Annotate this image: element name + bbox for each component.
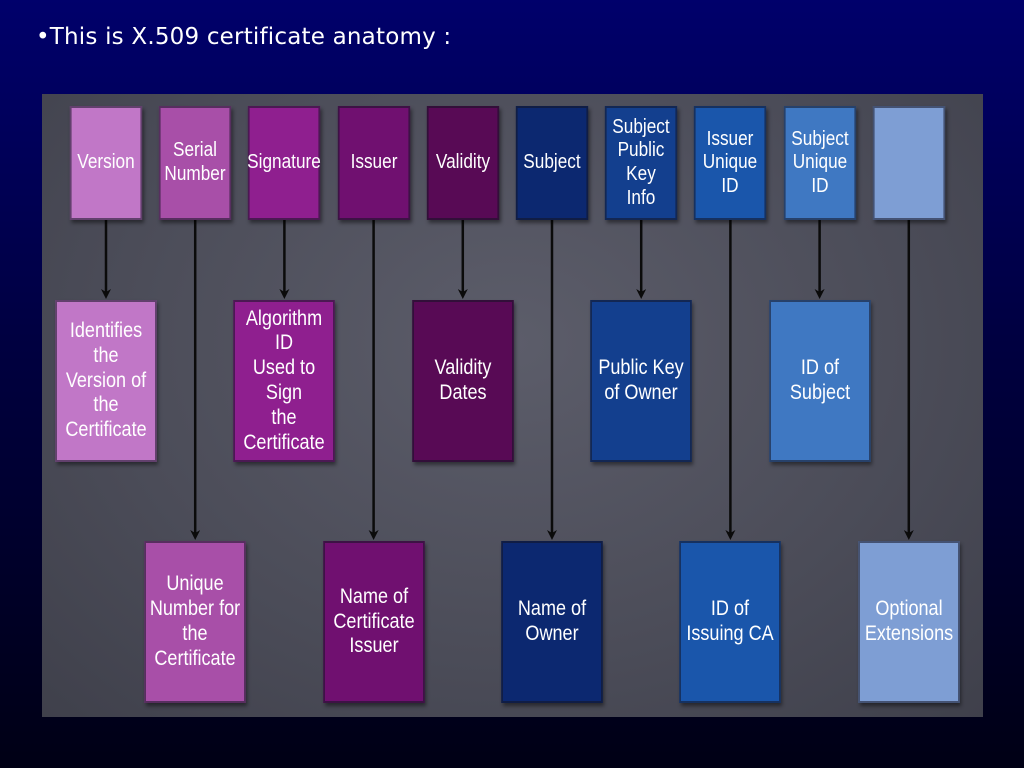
description-3: Algorithm ID Used to Sign the Certificat… <box>233 300 336 462</box>
description-6: Name of Owner <box>501 541 603 703</box>
slide-title: •This is X.509 certificate anatomy : <box>36 24 452 50</box>
field-4: Issuer <box>337 106 410 220</box>
field-1: Version <box>69 106 143 220</box>
description-8: ID of Issuing CA <box>679 541 782 703</box>
description-9: ID of Subject <box>768 300 871 462</box>
connector-layer <box>101 220 914 540</box>
description-2: Unique Number for the Certificate <box>144 541 246 703</box>
field-9: Subject Unique ID <box>783 106 856 220</box>
description-10: Optional Extensions <box>858 541 960 703</box>
field-10 <box>872 106 945 220</box>
description-1: Identifies the Version of the Certificat… <box>55 300 157 462</box>
field-5: Validity <box>426 106 499 220</box>
description-5: Validity Dates <box>412 300 514 462</box>
description-4: Name of Certificate Issuer <box>322 541 425 703</box>
field-2: Serial Number <box>159 106 232 220</box>
field-7: Subject Public Key Info <box>605 106 678 220</box>
field-8: Issuer Unique ID <box>694 106 767 220</box>
field-6: Subject <box>515 106 589 220</box>
description-7: Public Key of Owner <box>590 300 692 462</box>
field-3: Signature <box>248 106 321 220</box>
